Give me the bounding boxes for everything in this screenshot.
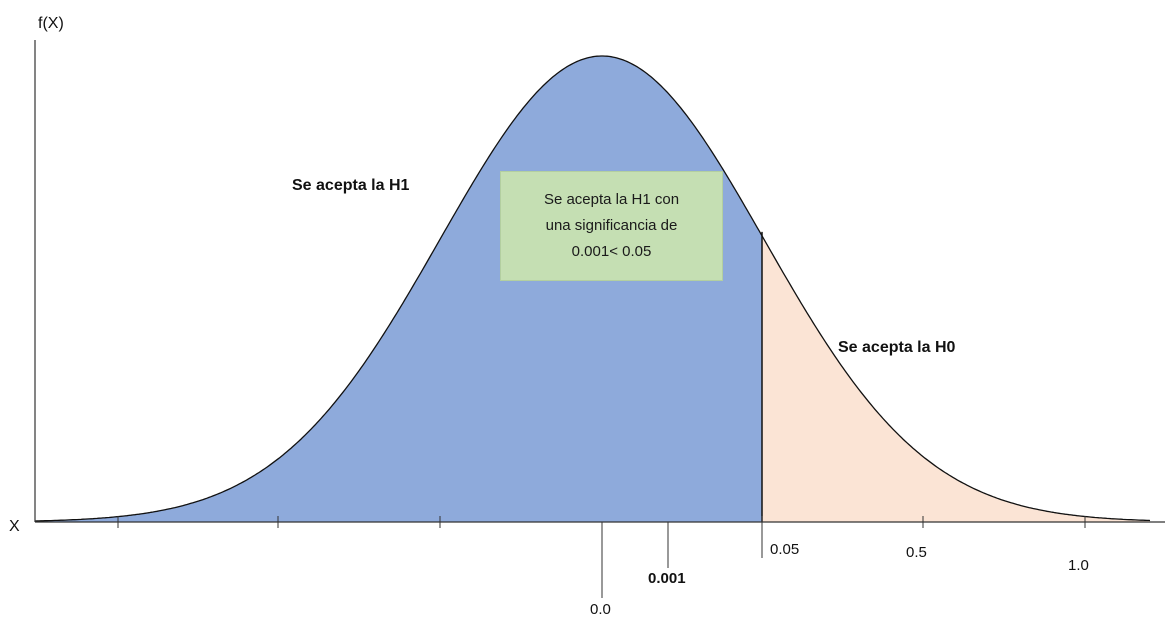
accept-h1-label: Se acepta la H1 [292, 177, 410, 194]
mean-label: 0.0 [590, 601, 611, 618]
accept-h0-label: Se acepta la H0 [838, 339, 956, 356]
alpha-label: 0.05 [770, 541, 799, 558]
significance-note: Se acepta la H1 con una significancia de… [500, 171, 723, 281]
accept-h0-region [762, 235, 1150, 522]
p-value-label: 0.001 [648, 570, 686, 587]
half-label: 0.5 [906, 544, 927, 561]
x-axis-label: X [9, 518, 20, 535]
accept-h1-region [35, 56, 762, 522]
note-line-1: Se acepta la H1 con [543, 191, 680, 208]
density-curve [34, 55, 1151, 522]
note-line-2: una significancia de [545, 217, 678, 234]
y-axis-label: f(X) [38, 15, 64, 32]
one-label: 1.0 [1068, 557, 1089, 574]
note-line-3: 0.001< 0.05 [571, 243, 652, 260]
